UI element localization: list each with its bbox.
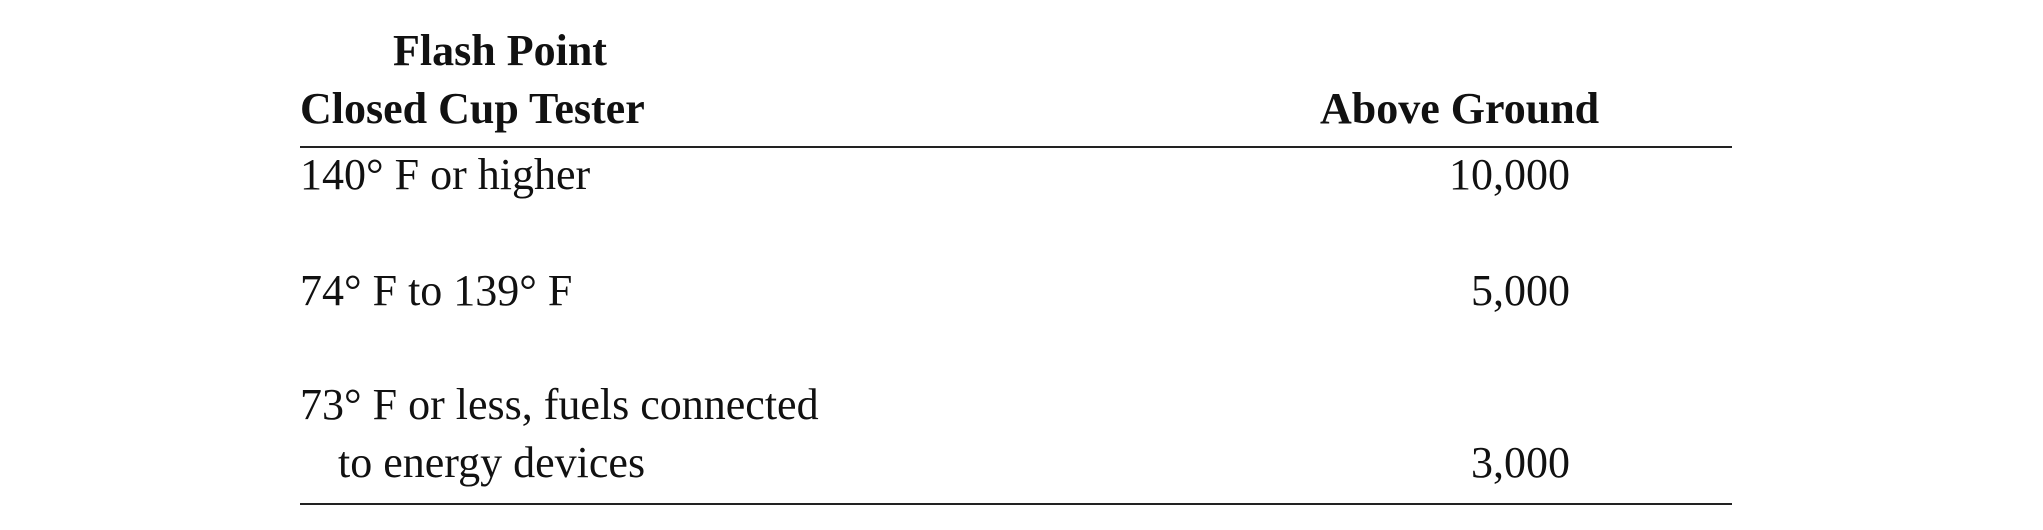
column-header-above-ground: Above Ground	[1320, 84, 1600, 133]
row-flash-point-label: 74° F to 139° F	[300, 262, 1100, 320]
table-bottom-rule	[300, 503, 1732, 505]
row-label-line1: 140° F or higher	[300, 150, 591, 199]
table-row: 74° F to 139° F 5,000	[300, 262, 1732, 322]
row-label-line2: to energy devices	[338, 438, 646, 487]
row-flash-point-label: 73° F or less, fuels connected to energy…	[300, 376, 1100, 492]
flash-point-table: Flash Point Closed Cup Tester Above Grou…	[300, 0, 1732, 530]
row-above-ground-value: 3,000	[1471, 438, 1570, 487]
row-above-ground-value: 5,000	[1471, 266, 1570, 315]
column-header-flash-point: Flash Point Closed Cup Tester	[300, 22, 720, 138]
column-header-flash-point-line2: Closed Cup Tester	[300, 84, 645, 133]
column-header-flash-point-line1: Flash Point	[393, 26, 607, 75]
table-row: 140° F or higher 10,000	[300, 146, 1732, 206]
table-row: 73° F or less, fuels connected to energy…	[300, 376, 1732, 496]
row-above-ground-value: 10,000	[1449, 150, 1570, 199]
row-label-line1: 73° F or less, fuels connected	[300, 380, 819, 429]
row-label-line1: 74° F to 139° F	[300, 266, 573, 315]
row-flash-point-label: 140° F or higher	[300, 146, 1100, 204]
header-divider	[300, 146, 1732, 148]
